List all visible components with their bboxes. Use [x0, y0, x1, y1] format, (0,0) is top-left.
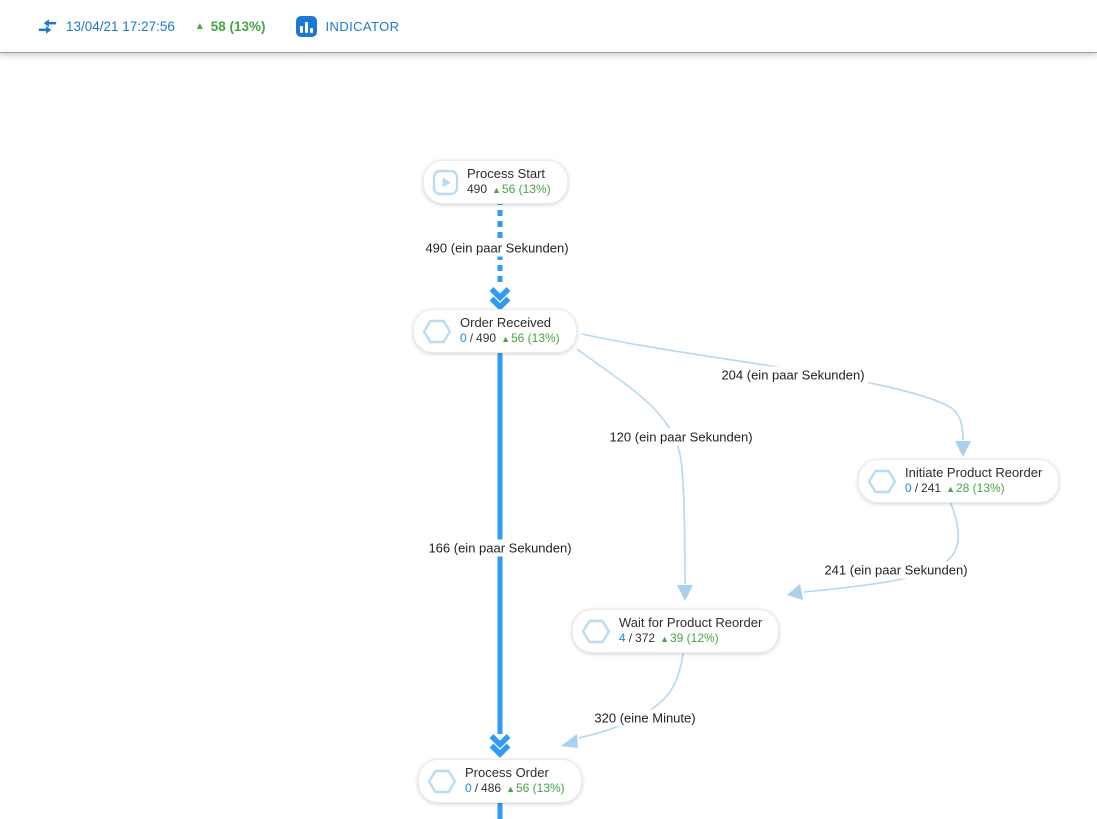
node-title: Process Order [465, 765, 549, 780]
double-chevron-arrowhead [489, 734, 511, 749]
compare-arrows-icon [36, 15, 59, 38]
toolbar: 13/04/21 17:27:56 ▲ 58 (13%) INDICATOR [0, 0, 1097, 53]
play-icon [432, 169, 459, 196]
node-stats: 0/486▲56 (13%) [465, 781, 565, 795]
indicator-button-label: INDICATOR [325, 18, 400, 34]
edge-order-to-initiate [581, 333, 964, 441]
timestamp-control[interactable]: 13/04/21 17:27:56 [36, 15, 175, 38]
node-title: Process Start [467, 166, 546, 181]
node-initiate-product-reorder[interactable]: Initiate Product Reorder 0/241▲28 (13%) [858, 459, 1060, 503]
hexagon-icon [581, 618, 611, 645]
edge-label: 166 (ein paar Sekunden) [424, 539, 576, 557]
arrowhead [955, 441, 971, 457]
node-title: Order Received [460, 315, 552, 330]
node-process-order[interactable]: Process Order 0/486▲56 (13%) [418, 759, 582, 803]
node-process-start[interactable]: Process Start 490▲56 (13%) [423, 160, 568, 204]
node-wait-for-product-reorder[interactable]: Wait for Product Reorder 4/372▲39 (12%) [572, 609, 780, 653]
edge-order-to-wait [576, 348, 686, 585]
arrowhead [677, 585, 693, 601]
hexagon-icon [867, 468, 897, 495]
global-delta-value: 58 (13%) [210, 18, 266, 34]
triangle-up-icon: ▲ [660, 634, 669, 644]
triangle-up-icon: ▲ [946, 484, 955, 494]
hexagon-icon [427, 768, 457, 795]
hexagon-icon [422, 318, 452, 345]
edge-label: 120 (ein paar Sekunden) [605, 428, 757, 446]
timestamp[interactable]: 13/04/21 17:27:56 [66, 18, 175, 34]
triangle-up-icon: ▲ [492, 185, 501, 195]
arrowhead [561, 734, 578, 748]
edge-label: 204 (ein paar Sekunden) [717, 366, 869, 384]
double-chevron-arrowhead [489, 287, 511, 302]
node-stats: 0/241▲28 (13%) [905, 481, 1005, 495]
node-title: Wait for Product Reorder [619, 615, 763, 630]
node-stats: 4/372▲39 (12%) [619, 631, 719, 645]
indicator-button[interactable]: INDICATOR [295, 15, 400, 37]
node-stats: 0/490▲56 (13%) [460, 331, 560, 345]
node-stats: 490▲56 (13%) [467, 182, 551, 196]
arrowhead [787, 584, 803, 600]
node-order-received[interactable]: Order Received 0/490▲56 (13%) [413, 309, 577, 353]
global-delta-badge: ▲ 58 (13%) [195, 19, 266, 34]
triangle-up-icon: ▲ [506, 784, 515, 794]
edge-label: 320 (eine Minute) [590, 709, 700, 727]
edge-label: 241 (ein paar Sekunden) [820, 561, 972, 579]
node-title: Initiate Product Reorder [905, 465, 1043, 480]
triangle-up-icon: ▲ [194, 20, 205, 32]
edge-label: 490 (ein paar Sekunden) [421, 239, 573, 257]
triangle-up-icon: ▲ [501, 334, 510, 344]
bar-chart-icon [295, 15, 317, 37]
